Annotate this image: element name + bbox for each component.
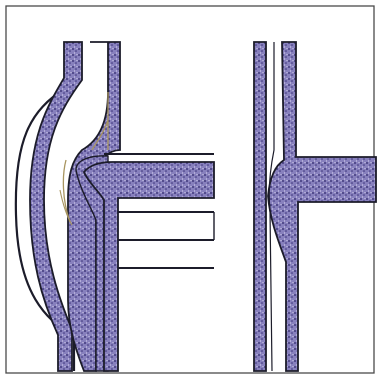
right-branch-wall [268, 42, 376, 371]
middle-tube [118, 212, 214, 240]
horizontal-branch-wall [84, 162, 214, 371]
left-panel [16, 42, 214, 371]
right-left-wall [254, 42, 266, 371]
right-panel [254, 42, 376, 371]
